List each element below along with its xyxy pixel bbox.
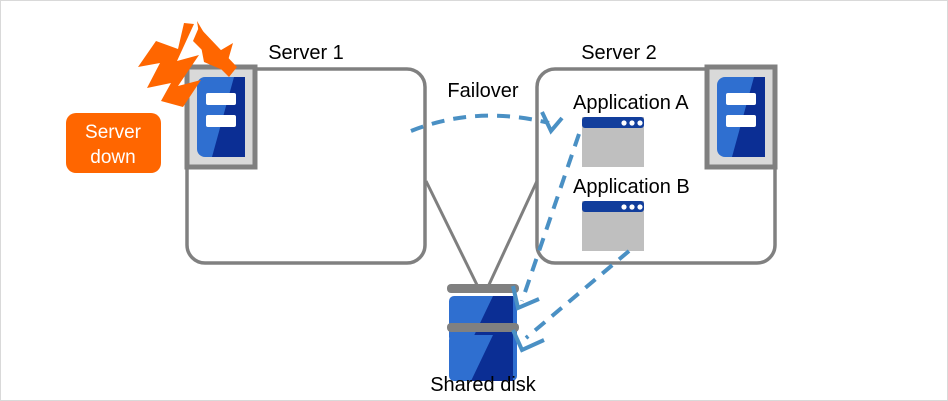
disk-unit-1 (447, 284, 519, 342)
application-a-label: Application A (573, 92, 689, 114)
failover-arrow-group: Failover (410, 80, 564, 135)
shared-disk-label: Shared disk (430, 374, 537, 396)
app-window-icon-a[interactable] (582, 117, 644, 167)
application-b-label: Application B (573, 176, 690, 198)
status-badge[interactable] (66, 113, 161, 173)
server2-group[interactable]: Server 2 Application A Application B (535, 42, 775, 265)
server2-server-icon (707, 67, 775, 167)
edge-server2-to-disk (485, 180, 539, 290)
shared-disk-group[interactable]: Shared disk (430, 284, 537, 396)
status-badge-line2: down (90, 147, 135, 168)
server2-title: Server 2 (581, 42, 657, 64)
failover-label: Failover (447, 80, 518, 102)
server1-group[interactable]: Server 1 (187, 42, 427, 265)
edge-appA-to-disk (520, 133, 581, 302)
status-badge-line1: Server (85, 122, 142, 143)
edge-server1-to-disk (424, 180, 481, 290)
disk-unit-2 (447, 323, 519, 381)
app-to-disk-arrows-group (511, 133, 631, 353)
edge-failover-arc (410, 113, 550, 133)
connector-lines-group (424, 180, 539, 290)
status-badge-group[interactable]: Server down (66, 113, 161, 173)
appA-arrowhead (511, 285, 540, 311)
edge-appB-to-disk (524, 249, 631, 340)
application-b-group[interactable]: Application B (573, 176, 690, 251)
lightning-burst-icon (138, 21, 237, 107)
app-window-icon-b[interactable] (582, 201, 644, 251)
appB-arrowhead (511, 329, 545, 353)
failover-arrowhead (540, 111, 564, 135)
application-a-group[interactable]: Application A (573, 92, 689, 167)
server1-title: Server 1 (268, 42, 344, 64)
